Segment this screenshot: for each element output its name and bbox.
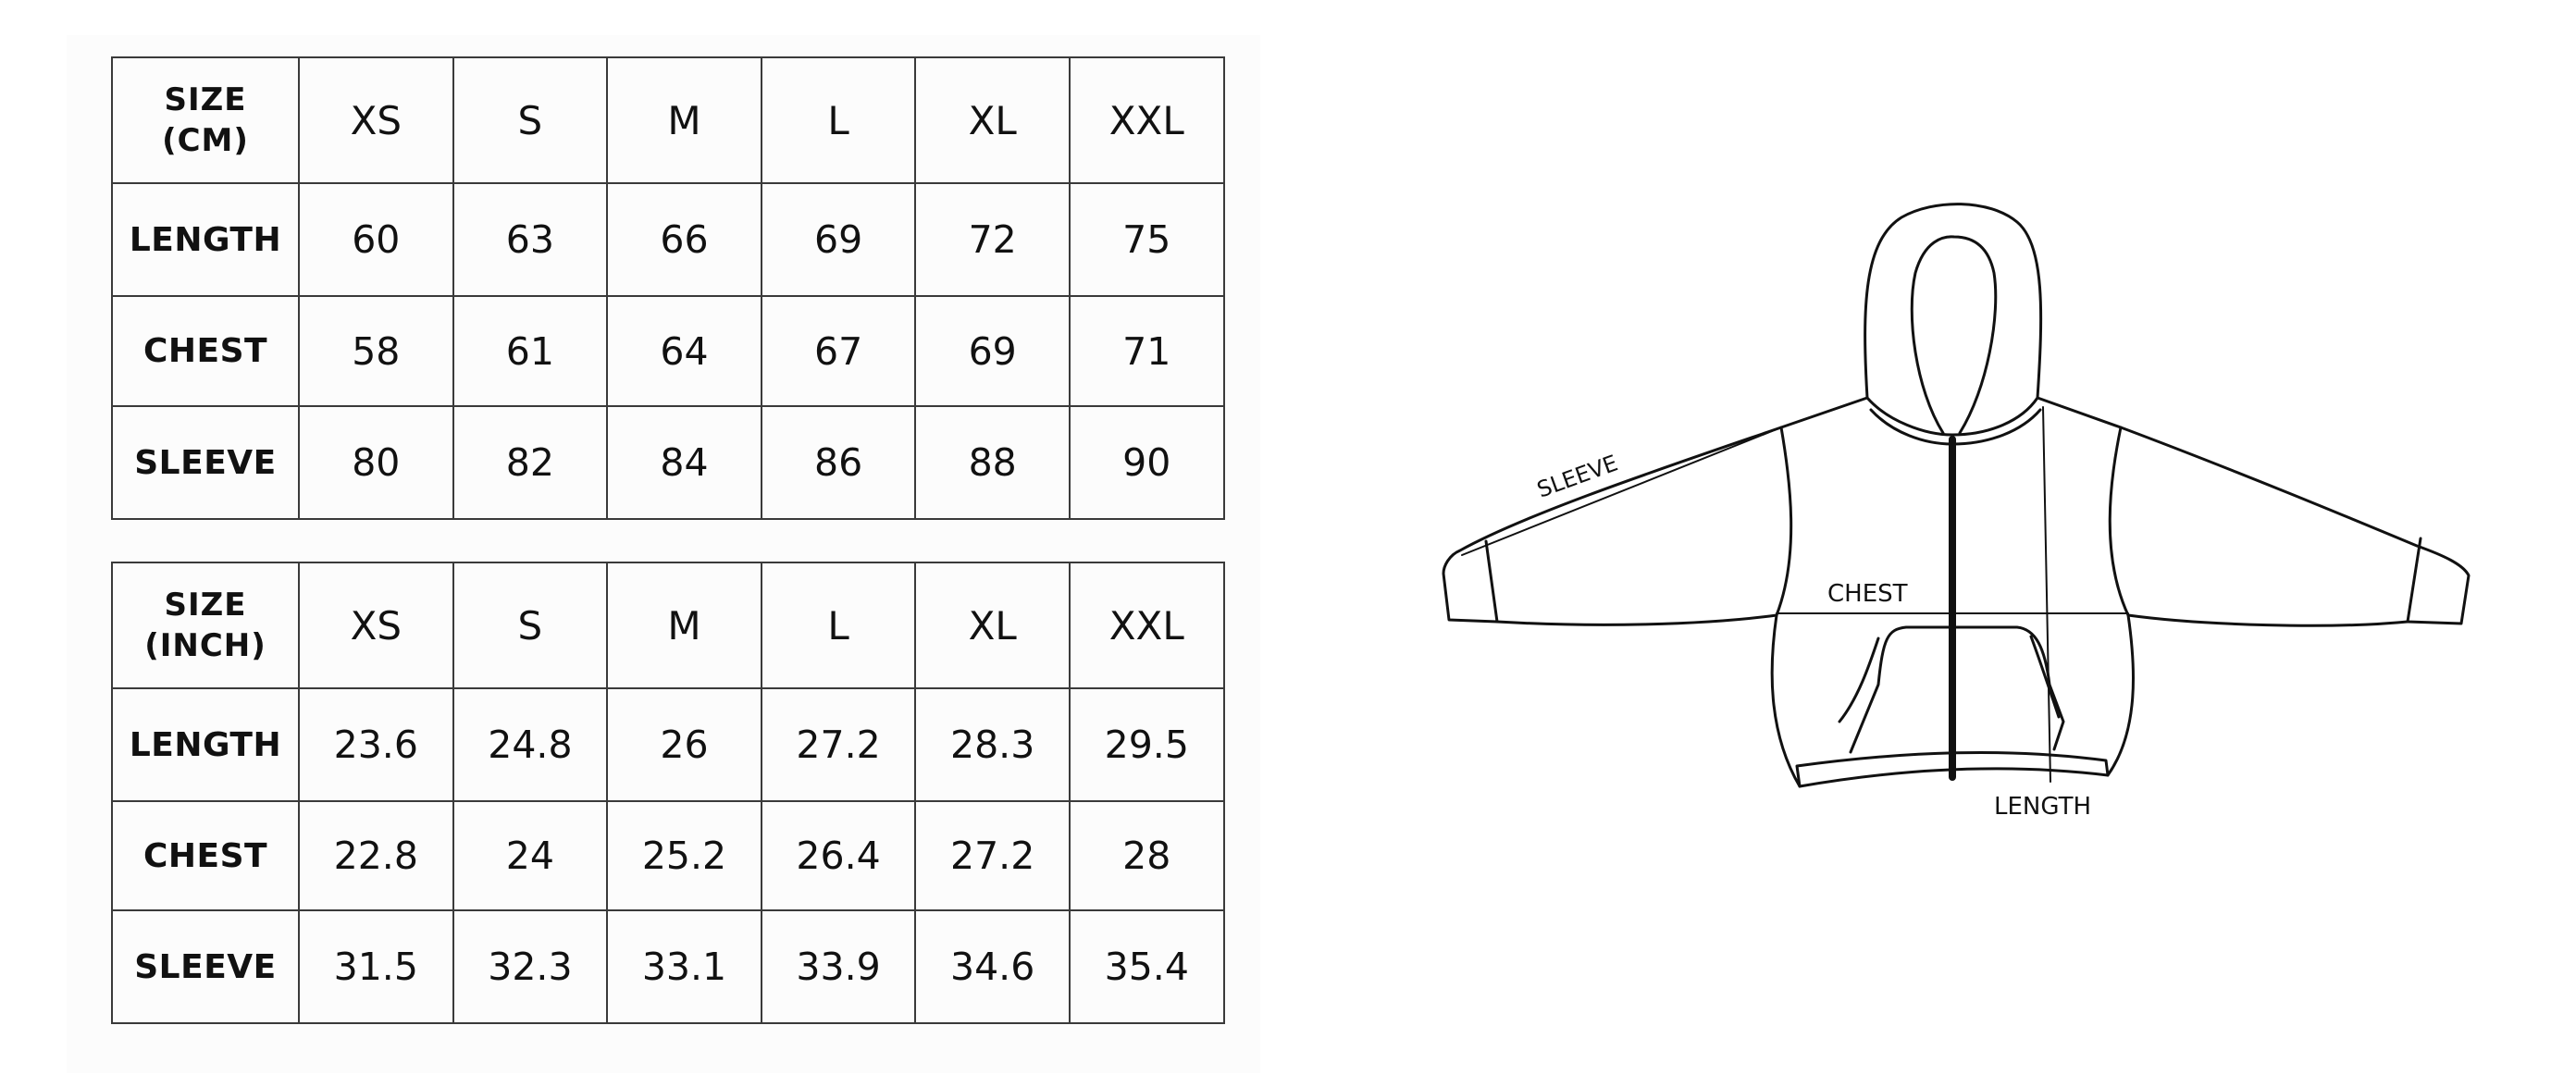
table-cell: 90 <box>1068 405 1225 520</box>
size-header-xs: XS <box>298 56 454 184</box>
size-table-inch: SIZE (INCH) XS S M L XL XXL LENGTH 23.6 … <box>111 562 1225 1024</box>
left-armhole <box>1775 426 1793 617</box>
table-cell: 58 <box>298 295 454 407</box>
collar <box>1865 396 2039 437</box>
table-cell: 35.4 <box>1068 909 1225 1024</box>
row-label-sleeve: SLEEVE <box>111 909 300 1024</box>
table-row-sleeve: SLEEVE 31.5 32.3 33.1 33.9 34.6 35.4 <box>111 909 1225 1024</box>
table-cell: 27.2 <box>760 687 917 802</box>
left-sleeve-lower <box>1495 613 1778 626</box>
table-cell: 29.5 <box>1068 687 1225 802</box>
size-header-m: M <box>606 56 762 184</box>
table-cell: 23.6 <box>298 687 454 802</box>
row-label-chest: CHEST <box>111 800 300 911</box>
row-label-sleeve: SLEEVE <box>111 405 300 520</box>
hood-opening <box>1910 235 1998 435</box>
size-header-l: L <box>760 562 917 689</box>
table-cell: 33.9 <box>760 909 917 1024</box>
table-cell: 27.2 <box>914 800 1071 911</box>
table-cell: 28.3 <box>914 687 1071 802</box>
table-cell: 75 <box>1068 182 1225 297</box>
table-cell: 86 <box>760 405 917 520</box>
hem-band <box>1795 750 2110 788</box>
sleeve-label: SLEEVE <box>1533 450 1621 502</box>
size-header-l: L <box>760 56 917 184</box>
size-label-line1: SIZE <box>164 81 247 118</box>
unit-label-inch: (INCH) <box>144 627 266 664</box>
size-header-xxl: XXL <box>1068 56 1225 184</box>
size-header-s: S <box>452 562 609 689</box>
body-left-side <box>1770 613 1802 788</box>
row-label-length: LENGTH <box>111 687 300 802</box>
unit-label-cm: (CM) <box>162 122 249 159</box>
table-cell: 24 <box>452 800 609 911</box>
row-label-chest: CHEST <box>111 295 300 407</box>
right-armhole <box>2108 426 2130 617</box>
table-cell: 67 <box>760 295 917 407</box>
table-cell: 84 <box>606 405 762 520</box>
table-cell: 64 <box>606 295 762 407</box>
header-cell-size: SIZE (CM) <box>111 56 300 184</box>
table-cell: 63 <box>452 182 609 297</box>
pocket-inner <box>1838 636 1880 723</box>
table-row-sleeve: SLEEVE 80 82 84 86 88 90 <box>111 405 1225 520</box>
table-cell: 69 <box>760 182 917 297</box>
hood-outline <box>1864 203 2043 400</box>
table-cell: 33.1 <box>606 909 762 1024</box>
length-measure-line <box>2042 406 2051 783</box>
table-cell: 72 <box>914 182 1071 297</box>
header-cell-size: SIZE (INCH) <box>111 562 300 689</box>
body-right-side <box>2106 613 2135 777</box>
table-cell: 82 <box>452 405 609 520</box>
table-cell: 31.5 <box>298 909 454 1024</box>
size-header-xxl: XXL <box>1068 562 1225 689</box>
pocket-inner-right <box>2029 635 2061 719</box>
sleeve-measure-line <box>1461 426 1782 556</box>
table-cell: 80 <box>298 405 454 520</box>
size-header-xl: XL <box>914 56 1071 184</box>
table-cell: 66 <box>606 182 762 297</box>
right-sleeve <box>2036 396 2471 625</box>
hoodie-measurement-diagram: SLEEVE CHEST LENGTH <box>1442 203 2471 821</box>
table-cell: 24.8 <box>452 687 609 802</box>
table-row-chest: CHEST 22.8 24 25.2 26.4 27.2 28 <box>111 800 1225 911</box>
row-label-length: LENGTH <box>111 182 300 297</box>
table-cell: 22.8 <box>298 800 454 911</box>
length-label: LENGTH <box>1994 793 2091 821</box>
table-header-row: SIZE (INCH) XS S M L XL XXL <box>111 562 1225 689</box>
table-cell: 32.3 <box>452 909 609 1024</box>
table-cell: 28 <box>1068 800 1225 911</box>
size-unit-label: SIZE (INCH) <box>113 585 298 666</box>
chest-label: CHEST <box>1827 580 1908 608</box>
table-cell: 26.4 <box>760 800 917 911</box>
size-header-xl: XL <box>914 562 1071 689</box>
right-sleeve-lower <box>2126 613 2409 627</box>
size-label-line1: SIZE <box>164 587 247 624</box>
table-cell: 71 <box>1068 295 1225 407</box>
table-cell: 69 <box>914 295 1071 407</box>
table-cell: 34.6 <box>914 909 1071 1024</box>
size-header-m: M <box>606 562 762 689</box>
table-cell: 88 <box>914 405 1071 520</box>
size-header-xs: XS <box>298 562 454 689</box>
table-header-row: SIZE (CM) XS S M L XL XXL <box>111 56 1225 184</box>
left-sleeve <box>1442 396 1869 624</box>
table-row-length: LENGTH 60 63 66 69 72 75 <box>111 182 1225 297</box>
size-header-s: S <box>452 56 609 184</box>
size-unit-label: SIZE (CM) <box>113 80 298 161</box>
table-cell: 25.2 <box>606 800 762 911</box>
table-row-length: LENGTH 23.6 24.8 26 27.2 28.3 29.5 <box>111 687 1225 802</box>
pocket-outline <box>1849 625 2065 754</box>
table-row-chest: CHEST 58 61 64 67 69 71 <box>111 295 1225 407</box>
table-cell: 61 <box>452 295 609 407</box>
size-table-cm: SIZE (CM) XS S M L XL XXL LENGTH 60 63 6… <box>111 56 1225 520</box>
table-cell: 26 <box>606 687 762 802</box>
table-cell: 60 <box>298 182 454 297</box>
